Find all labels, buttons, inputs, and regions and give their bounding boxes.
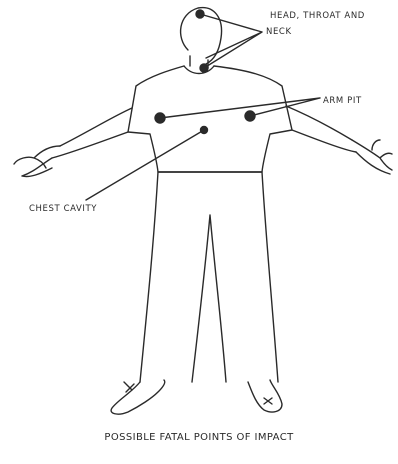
impact-point-right-arm-pit — [245, 111, 255, 121]
impact-point-neck — [200, 64, 208, 72]
figure-caption: POSSIBLE FATAL POINTS OF IMPACT — [0, 432, 398, 443]
impact-point-left-arm-pit — [155, 113, 165, 123]
left-foot — [111, 380, 165, 414]
chest-cavity-label: CHEST CAVITY — [29, 204, 97, 214]
impact-point-head — [196, 10, 204, 18]
left-hand — [14, 146, 60, 177]
shirt-outline — [128, 66, 292, 172]
right-hand — [352, 140, 392, 174]
impact-point-chest — [201, 127, 208, 134]
collar — [184, 66, 214, 74]
right-arm — [286, 106, 356, 152]
pointer-head — [200, 14, 262, 68]
head-throat-neck-label-line2: NECK — [266, 27, 292, 37]
left-arm — [52, 108, 132, 158]
right-shoelace — [264, 398, 272, 404]
pointer-arm-pit — [160, 98, 320, 118]
trousers-outline — [140, 172, 278, 382]
right-foot — [248, 380, 282, 412]
head-throat-neck-label-line1: HEAD, THROAT AND — [270, 11, 365, 21]
arm-pit-label: ARM PIT — [323, 96, 362, 106]
